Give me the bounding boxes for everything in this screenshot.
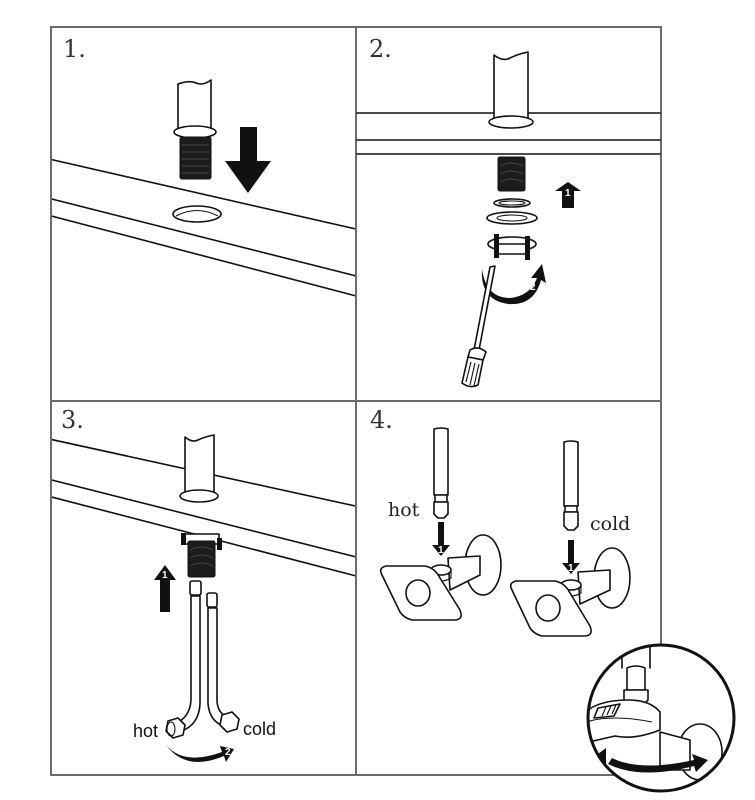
hot-shutoff-valve-icon bbox=[379, 534, 502, 621]
up-arrow-1-icon: 1 bbox=[154, 565, 176, 612]
wrench-detail-inset: 2 bbox=[586, 643, 736, 793]
panel-grid-frame bbox=[50, 26, 662, 776]
step-number-4: 4. bbox=[370, 406, 393, 434]
panel-step-4: 4. hot 1 cold 1 bbox=[370, 406, 736, 793]
mounting-hole bbox=[172, 205, 222, 223]
svg-text:1: 1 bbox=[565, 188, 571, 199]
cold-supply-hose-icon bbox=[563, 440, 579, 531]
down-arrow-1-icon: 1 bbox=[562, 540, 580, 574]
panel-step-2: 2. 1 2 bbox=[356, 35, 661, 388]
cold-shutoff-valve-icon bbox=[509, 547, 631, 637]
up-arrow-1-icon: 1 bbox=[555, 182, 581, 208]
faucet-base-icon bbox=[488, 51, 534, 129]
cold-label: cold bbox=[243, 719, 276, 739]
step-number-2: 2. bbox=[369, 35, 392, 63]
mounting-nut-bracket bbox=[487, 234, 537, 260]
countertop-slab bbox=[52, 158, 355, 297]
threaded-shank bbox=[497, 156, 526, 192]
svg-text:1: 1 bbox=[438, 545, 444, 556]
svg-text:1: 1 bbox=[162, 570, 168, 581]
down-arrow-1-icon: 1 bbox=[432, 522, 450, 556]
faucet-base-icon bbox=[173, 79, 217, 180]
step-number-1: 1. bbox=[63, 35, 86, 63]
wrench-icon bbox=[589, 699, 661, 745]
panel-step-3: 3. 1 hot cold bbox=[52, 406, 355, 762]
down-arrow-icon bbox=[225, 127, 271, 193]
hot-supply-hose-icon bbox=[433, 427, 449, 519]
cold-label: cold bbox=[590, 513, 630, 535]
rotate-arrow-2-icon: 2 bbox=[481, 264, 546, 305]
threaded-shank bbox=[179, 136, 212, 180]
metal-washer bbox=[486, 211, 538, 225]
threaded-shank bbox=[187, 540, 216, 578]
panel-step-1: 1. bbox=[52, 35, 355, 297]
step-number-3: 3. bbox=[61, 406, 84, 434]
faucet-base-icon bbox=[179, 434, 219, 503]
svg-text:2: 2 bbox=[225, 747, 231, 758]
hot-label: hot bbox=[388, 499, 420, 521]
screwdriver-icon bbox=[461, 265, 496, 388]
supply-hoses-icon bbox=[165, 580, 240, 739]
svg-text:1: 1 bbox=[568, 563, 574, 574]
cold-hose-nut bbox=[219, 711, 240, 733]
svg-text:2: 2 bbox=[530, 282, 536, 293]
hot-label: hot bbox=[133, 721, 158, 741]
rotate-arrow-2-icon: 2 bbox=[166, 745, 234, 762]
